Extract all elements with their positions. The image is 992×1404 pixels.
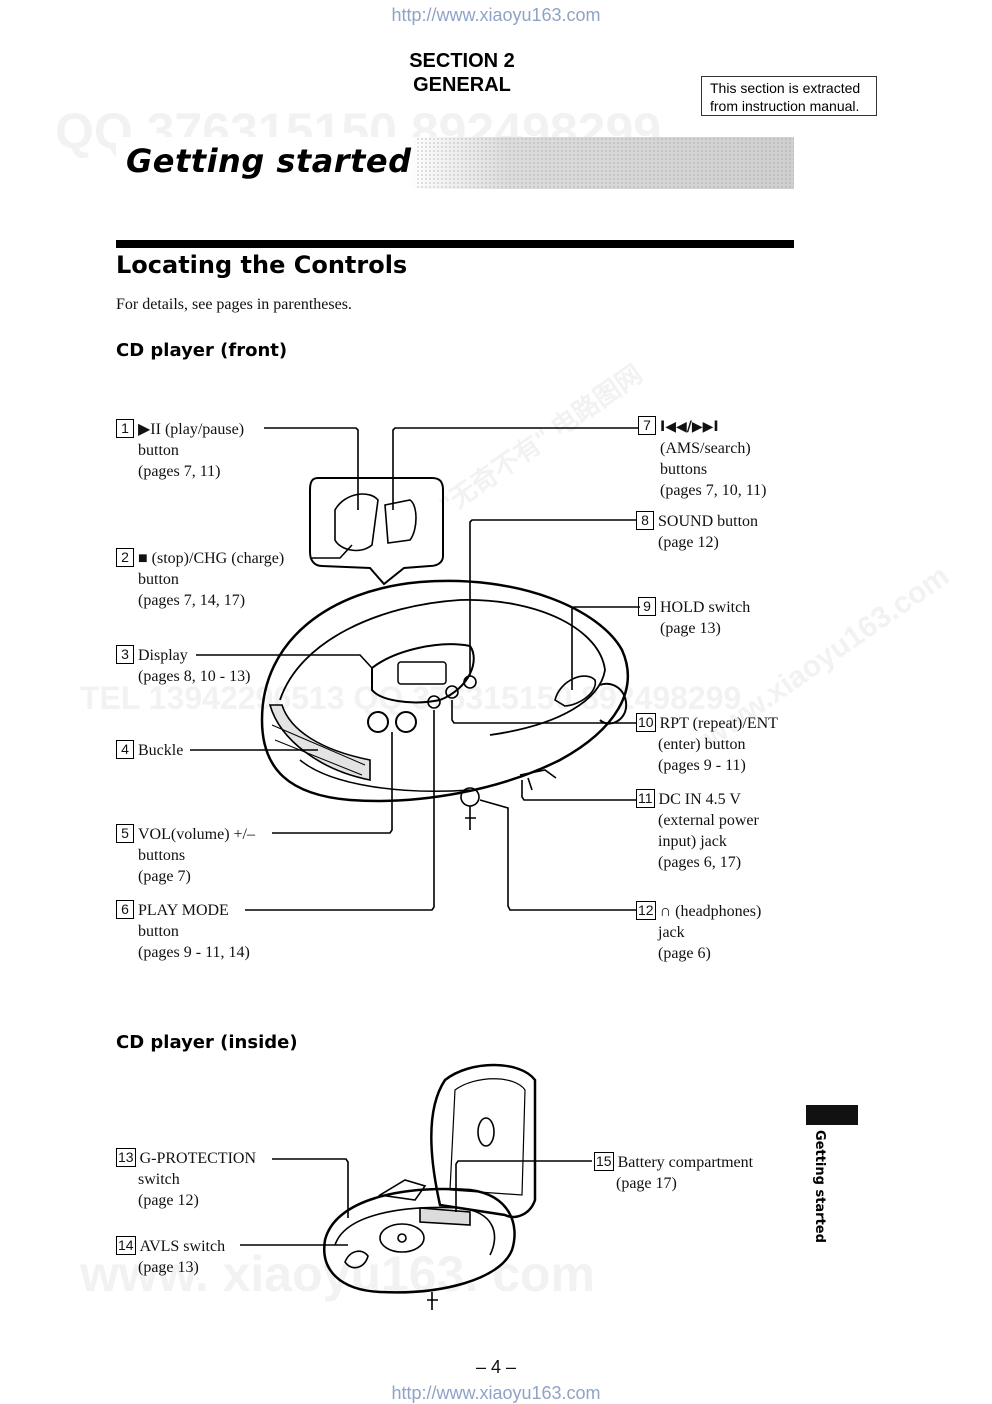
callout-pages: (pages 6, 17) [658, 854, 742, 871]
callout-pages: (pages 7, 14, 17) [138, 592, 246, 609]
player-display [371, 643, 475, 704]
callout-label: Battery compartment [617, 1154, 754, 1171]
callout-pages: (pages 7, 11) [138, 463, 221, 480]
callout-pages: (page 13) [660, 620, 721, 637]
callout-line: button [138, 442, 179, 459]
callout-pages: (pages 9 - 11, 14) [138, 944, 250, 961]
page-number: – 4 – [475, 1357, 517, 1377]
inset-top-view [309, 477, 444, 586]
callout-label: VOL(volume) +/– [138, 826, 255, 843]
callout-label: SOUND button [658, 513, 759, 530]
side-tab-marker [806, 1105, 858, 1125]
section-number: SECTION 2 [409, 50, 515, 72]
callout-label: RPT (repeat)/ENT [659, 715, 778, 732]
player-lid-top [279, 599, 606, 736]
intro-text: For details, see pages in parentheses. [116, 296, 352, 313]
callout-line: buttons [660, 461, 708, 478]
side-tab-label: Getting started [812, 1130, 827, 1243]
section-name: GENERAL [413, 74, 511, 96]
callout-headphones: 12∩ (headphones) jack (page 6) [636, 901, 761, 964]
callout-pages: (page 12) [658, 534, 719, 551]
callout-number: 8 [636, 511, 654, 530]
player-buckle [268, 704, 371, 781]
callout-stop-charge: 2■ (stop)/CHG (charge) button (pages 7, … [116, 548, 284, 611]
callout-line: (AMS/search) [660, 440, 751, 457]
callout-label: Display [138, 647, 188, 664]
callout-pages: (pages 8, 10 - 13) [138, 668, 251, 685]
callout-label: AVLS switch [139, 1238, 226, 1255]
callout-label: G-PROTECTION [139, 1150, 257, 1167]
callout-line: (external power [658, 812, 759, 829]
inside-body [322, 1187, 516, 1294]
callout-pages: (page 7) [138, 868, 191, 885]
callout-pages: (pages 9 - 11) [658, 757, 746, 774]
callout-number: 6 [116, 900, 134, 919]
battery-compartment [419, 1207, 471, 1226]
callout-line: switch [138, 1171, 180, 1188]
title-band [116, 137, 794, 189]
callout-label: ■ (stop)/CHG (charge) [138, 550, 285, 567]
extract-note-line2: from instruction manual. [710, 98, 860, 114]
watermark-tel: TEL 13942296513 QQ 376315150 892498299 [80, 680, 742, 716]
callout-label: PLAY MODE [138, 902, 229, 919]
page-title: Getting started [126, 142, 412, 180]
callout-label: HOLD switch [660, 599, 751, 616]
callout-number: 7 [638, 416, 656, 435]
callout-pages: (pages 7, 10, 11) [660, 482, 767, 499]
callout-line: input) jack [658, 833, 727, 850]
top-url[interactable]: http://www.xiaoyu163.com [391, 5, 601, 25]
callout-number: 5 [116, 824, 134, 843]
callout-line: buttons [138, 847, 186, 864]
callout-pages: (page 6) [658, 945, 711, 962]
open-lid [430, 1063, 537, 1219]
callout-label: I◀◀/▶▶I [660, 419, 719, 435]
extract-note-box: This section is extracted from instructi… [701, 76, 877, 116]
callout-play-pause: 1▶II (play/pause) button (pages 7, 11) [116, 419, 244, 482]
callout-line: button [138, 923, 179, 940]
callout-pages: (page 13) [138, 1259, 199, 1276]
heading-rule [116, 240, 794, 248]
callout-number: 2 [116, 548, 134, 567]
callout-label: Buckle [138, 742, 184, 759]
callout-number: 15 [594, 1152, 614, 1171]
inside-heading: CD player (inside) [116, 1032, 298, 1053]
callout-pages: (page 17) [616, 1175, 677, 1192]
front-heading: CD player (front) [116, 340, 288, 361]
callout-number: 11 [636, 789, 655, 808]
callout-label: ∩ (headphones) [659, 903, 762, 920]
callout-line: (enter) button [658, 736, 746, 753]
section-heading: Locating the Controls [116, 251, 408, 279]
player-body-outline [260, 579, 629, 803]
callout-pages: (page 12) [138, 1192, 199, 1209]
callout-line: button [138, 571, 179, 588]
callout-label: ▶II (play/pause) [138, 421, 245, 438]
callout-label: DC IN 4.5 V [658, 791, 741, 808]
extract-note-line1: This section is extracted [710, 80, 861, 96]
bottom-url[interactable]: http://www.xiaoyu163.com [391, 1383, 601, 1403]
callout-line: jack [658, 924, 685, 941]
callout-number: 12 [636, 901, 656, 920]
callout-number: 9 [638, 597, 656, 616]
callout-number: 3 [116, 645, 134, 664]
callout-number: 1 [116, 419, 134, 438]
callout-number: 4 [116, 740, 134, 759]
callout-number: 13 [116, 1148, 136, 1167]
callout-number: 14 [116, 1236, 136, 1255]
callout-number: 10 [636, 713, 656, 732]
